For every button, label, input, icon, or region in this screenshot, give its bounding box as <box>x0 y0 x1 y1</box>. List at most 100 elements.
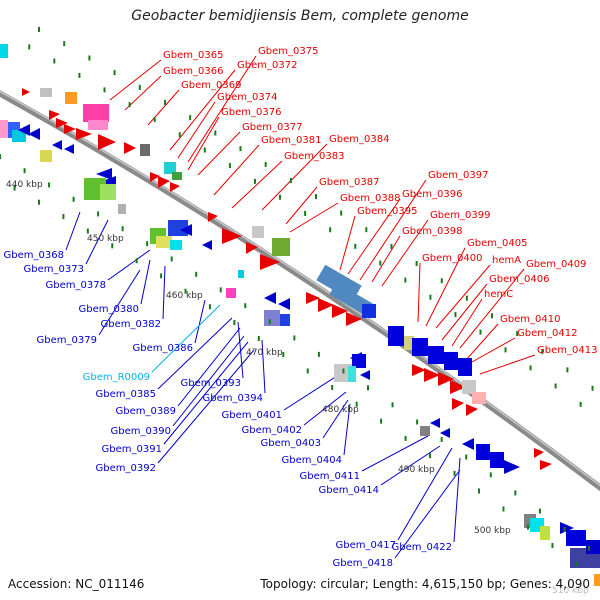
gene-feature[interactable] <box>424 368 440 382</box>
gene-label[interactable]: Gbem_0377 <box>242 122 302 133</box>
gene-feature[interactable] <box>458 358 472 376</box>
gene-label[interactable]: Gbem_0381 <box>261 135 321 146</box>
gene-label[interactable]: Gbem_0394 <box>203 393 263 404</box>
gene-feature[interactable] <box>329 282 373 316</box>
gene-feature[interactable] <box>594 574 600 586</box>
gene-label[interactable]: Gbem_0379 <box>37 335 97 346</box>
gene-label[interactable]: Gbem_0380 <box>79 304 139 315</box>
gene-label[interactable]: Gbem_0406 <box>489 274 549 285</box>
gene-feature[interactable] <box>0 120 8 138</box>
gene-label[interactable]: Gbem_0387 <box>319 177 379 188</box>
gene-feature[interactable] <box>566 530 586 546</box>
gene-feature[interactable] <box>412 338 428 356</box>
gene-feature[interactable] <box>318 298 334 312</box>
gene-feature[interactable] <box>280 314 290 326</box>
gene-feature[interactable] <box>98 134 116 150</box>
reverse-gene-labels[interactable]: Gbem_0368Gbem_0373Gbem_0378Gbem_0380Gbem… <box>4 250 452 569</box>
gene-label[interactable]: Gbem_0384 <box>329 134 389 145</box>
gene-label[interactable]: Gbem_0372 <box>237 60 297 71</box>
gene-label[interactable]: Gbem_0368 <box>4 250 64 261</box>
gene-label[interactable]: hemC <box>484 289 513 300</box>
gene-feature[interactable] <box>306 292 320 304</box>
gene-label[interactable]: Gbem_0397 <box>428 170 488 181</box>
gene-feature[interactable] <box>208 212 218 222</box>
gene-feature[interactable] <box>440 428 450 438</box>
gene-feature[interactable] <box>466 404 478 416</box>
gene-label[interactable]: Gbem_0396 <box>402 189 462 200</box>
gene-label[interactable]: hemA <box>492 255 521 266</box>
gene-label[interactable]: Gbem_0365 <box>163 50 223 61</box>
gene-feature[interactable] <box>202 240 212 250</box>
gene-label[interactable]: Gbem_0393 <box>181 378 241 389</box>
gene-feature[interactable] <box>348 366 356 382</box>
gene-feature[interactable] <box>490 452 504 468</box>
gene-feature[interactable] <box>278 298 290 310</box>
gene-label[interactable]: Gbem_0402 <box>242 425 302 436</box>
gene-label[interactable]: Gbem_0403 <box>261 438 321 449</box>
gene-feature[interactable] <box>438 372 454 386</box>
gene-feature[interactable] <box>12 130 26 142</box>
gene-label[interactable]: Gbem_0388 <box>340 193 400 204</box>
gene-label[interactable]: Gbem_0392 <box>96 463 156 474</box>
gene-label[interactable]: Gbem_0395 <box>357 206 417 217</box>
gene-feature[interactable] <box>246 242 258 254</box>
gene-feature[interactable] <box>49 110 60 120</box>
forward-gene-labels[interactable]: Gbem_0365Gbem_0366Gbem_0369Gbem_0372Gbem… <box>163 46 597 356</box>
gene-feature[interactable] <box>238 270 244 278</box>
gene-label[interactable]: Gbem_0391 <box>102 444 162 455</box>
gene-label[interactable]: Gbem_0385 <box>96 389 156 400</box>
gene-feature[interactable] <box>444 352 458 370</box>
gene-label[interactable]: Gbem_0398 <box>402 226 462 237</box>
gene-label[interactable]: Gbem_0414 <box>319 485 379 496</box>
gene-label[interactable]: Gbem_0390 <box>111 426 171 437</box>
gene-feature[interactable] <box>412 364 426 376</box>
gene-feature[interactable] <box>140 144 150 156</box>
gene-label[interactable]: Gbem_0411 <box>300 471 360 482</box>
gene-feature[interactable] <box>124 142 136 154</box>
gene-feature[interactable] <box>540 526 550 540</box>
gene-feature[interactable] <box>450 380 466 394</box>
gene-label[interactable]: Gbem_0376 <box>221 107 281 118</box>
gene-feature[interactable] <box>388 326 404 346</box>
gene-feature[interactable] <box>346 312 362 326</box>
gene-feature[interactable] <box>0 44 8 58</box>
gene-label[interactable]: Gbem_0418 <box>333 558 393 569</box>
gene-feature[interactable] <box>332 304 348 318</box>
gene-feature[interactable] <box>76 128 92 140</box>
gene-feature[interactable] <box>64 124 76 134</box>
gene-feature[interactable] <box>252 226 264 238</box>
gene-feature[interactable] <box>540 460 552 470</box>
gene-label[interactable]: Gbem_0422 <box>392 542 452 553</box>
gene-feature[interactable] <box>430 418 440 428</box>
gene-label[interactable]: Gbem_0399 <box>430 210 490 221</box>
gene-label[interactable]: Gbem_0412 <box>517 328 577 339</box>
gene-feature[interactable] <box>83 104 109 122</box>
gene-label[interactable]: Gbem_0417 <box>336 540 396 551</box>
gene-feature[interactable] <box>65 92 77 104</box>
gene-feature[interactable] <box>180 224 192 236</box>
gene-feature[interactable] <box>264 310 280 326</box>
gene-feature[interactable] <box>222 228 242 244</box>
gene-feature[interactable] <box>472 392 486 404</box>
gene-label[interactable]: Gbem_0404 <box>282 455 342 466</box>
gene-feature[interactable] <box>462 380 476 394</box>
gene-feature[interactable] <box>362 304 376 318</box>
gene-label[interactable]: Gbem_0400 <box>422 253 482 264</box>
gene-feature[interactable] <box>260 254 280 270</box>
gene-label[interactable]: Gbem_0410 <box>500 314 560 325</box>
gene-feature[interactable] <box>226 288 236 298</box>
gene-label[interactable]: Gbem_0378 <box>46 280 106 291</box>
gene-feature[interactable] <box>504 460 520 474</box>
gene-feature[interactable] <box>420 426 430 436</box>
gene-feature[interactable] <box>170 240 182 250</box>
gene-label[interactable]: Gbem_0409 <box>526 259 586 270</box>
gene-feature[interactable] <box>476 444 490 460</box>
gene-feature[interactable] <box>164 162 176 174</box>
gene-feature[interactable] <box>170 182 180 192</box>
gene-feature[interactable] <box>22 88 30 96</box>
gene-feature[interactable] <box>428 346 444 364</box>
gene-features[interactable] <box>0 26 600 586</box>
gene-feature[interactable] <box>168 220 188 236</box>
gene-label[interactable]: Gbem_0374 <box>217 92 277 103</box>
